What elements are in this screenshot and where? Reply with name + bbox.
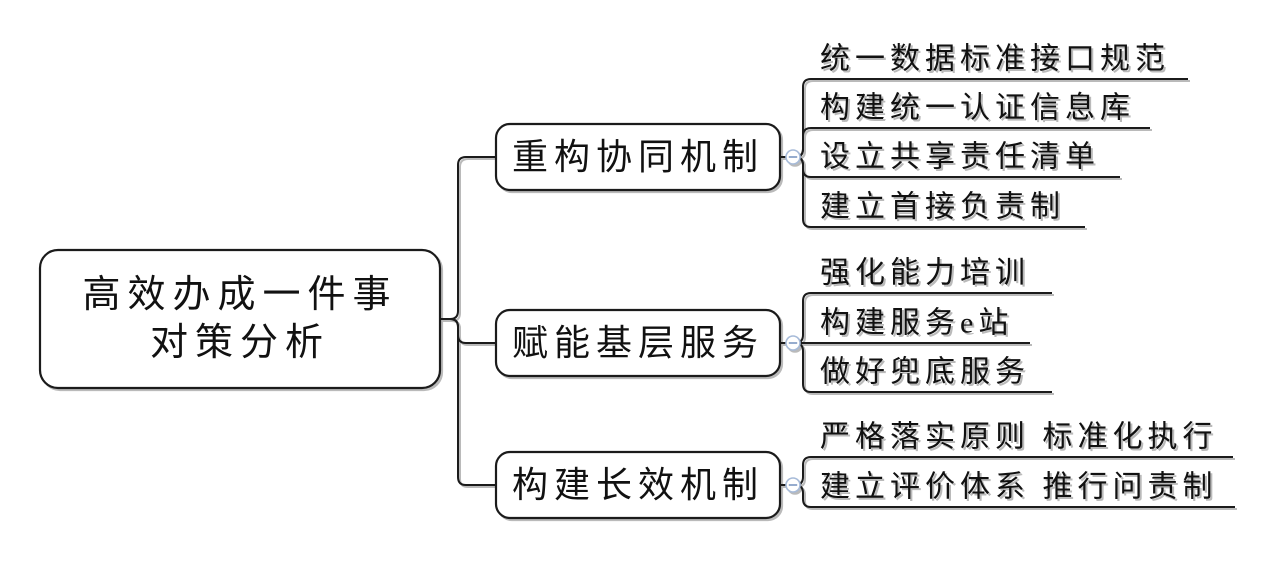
child-topic[interactable]: 做好兜底服务 (780, 342, 1052, 393)
branch-node-1[interactable]: 重构协同机制 (494, 122, 782, 192)
root-node-label-line1: 高效办成一件事 (82, 274, 397, 316)
collapse-icon[interactable] (785, 477, 801, 493)
child-topic-label: 严格落实原则 标准化执行 (820, 421, 1218, 454)
child-topic[interactable]: 建立评价体系 推行问责制 (780, 471, 1235, 508)
root-node[interactable]: 高效办成一件事 对策分析 (38, 248, 442, 390)
child-topic-label: 做好兜底服务 (820, 356, 1030, 389)
branch-node-3[interactable]: 构建长效机制 (494, 450, 782, 520)
branch-node-label: 赋能基层服务 (512, 323, 764, 363)
connector-root-branch-1 (440, 156, 496, 320)
branch-node-box (494, 122, 782, 192)
branch-node-box (494, 450, 782, 520)
connector-root-branch-2 (440, 318, 496, 344)
child-topic-label: 统一数据标准接口规范 (820, 43, 1170, 76)
branch-node-label: 构建长效机制 (512, 465, 764, 505)
child-topic-label: 建立评价体系 推行问责制 (820, 471, 1218, 504)
child-topic-label: 构建服务e站 (820, 307, 1013, 340)
child-topic-label: 设立共享责任清单 (820, 141, 1100, 174)
child-topic-label: 建立首接负责制 (820, 191, 1065, 224)
connector-root-branch-3 (440, 318, 496, 486)
branch-node-label: 重构协同机制 (512, 137, 764, 177)
child-topic[interactable]: 设立共享责任清单 (780, 141, 1120, 178)
child-topic[interactable]: 强化能力培训 (780, 257, 1052, 344)
branch-node-box (494, 308, 782, 378)
child-topic-label: 强化能力培训 (820, 257, 1030, 290)
child-topic-label: 构建统一认证信息库 (820, 92, 1135, 125)
collapse-icon[interactable] (785, 335, 801, 351)
branch-node-2[interactable]: 赋能基层服务 (494, 308, 782, 378)
root-node-label-line2: 对策分析 (150, 322, 330, 364)
collapse-icon[interactable] (785, 149, 801, 165)
child-topic[interactable]: 构建服务e站 (780, 307, 1030, 344)
root-node-box (38, 248, 442, 390)
